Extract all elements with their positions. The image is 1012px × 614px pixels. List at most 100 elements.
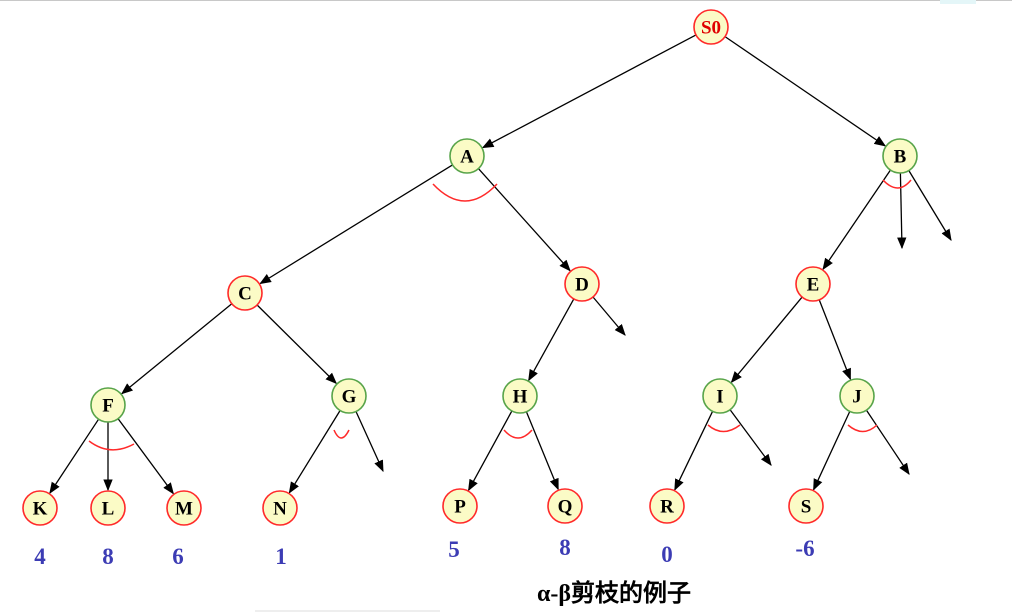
node-circle-S0	[693, 9, 729, 45]
node-circle-L	[90, 490, 126, 526]
open-branch-B-1	[908, 170, 952, 242]
node-label-L: L	[102, 499, 115, 520]
node-label-F: F	[102, 396, 114, 417]
corner-mark	[940, 0, 976, 4]
node-label-A: A	[460, 147, 474, 168]
node-C: C	[227, 275, 263, 311]
open-branch-B-0	[897, 172, 907, 250]
edge-S0-A	[481, 34, 697, 149]
node-S: S	[788, 488, 824, 524]
edge-G-N	[288, 410, 341, 494]
cutoff-arc-B	[882, 179, 912, 189]
leaf-value-K: 4	[34, 544, 46, 569]
edge-S0-B	[724, 36, 887, 147]
leaf-value-N: 1	[275, 544, 287, 569]
node-circle-C	[227, 275, 263, 311]
node-circle-N	[262, 490, 298, 526]
cutoff-arc-A	[432, 183, 498, 202]
node-label-N: N	[273, 499, 287, 520]
node-label-M: M	[175, 499, 193, 520]
node-circle-E	[795, 266, 831, 302]
node-circle-J	[839, 378, 875, 414]
diagram-caption: α-β剪枝的例子	[537, 581, 692, 607]
node-label-K: K	[33, 499, 48, 520]
bottom-mark	[255, 610, 440, 612]
node-A: A	[449, 138, 485, 174]
node-R: R	[649, 488, 685, 524]
node-label-C: C	[238, 284, 252, 305]
node-label-B: B	[894, 147, 907, 168]
cutoff-arc-G	[333, 429, 350, 439]
node-G: G	[331, 378, 367, 414]
nodes-layer: S0A B C D E F G H I J K L M N P Q R S	[22, 9, 918, 526]
node-J: J	[839, 378, 875, 414]
node-circle-D	[564, 266, 600, 302]
top-rule	[0, 0, 1012, 1]
edge-C-F	[120, 303, 233, 395]
node-circle-F	[90, 387, 126, 423]
node-S0: S0	[693, 9, 729, 45]
edge-C-G	[256, 304, 338, 385]
node-H: H	[502, 378, 538, 414]
cutoff-arc-F	[88, 440, 135, 451]
edge-I-R	[674, 411, 714, 491]
edge-A-C	[259, 164, 453, 285]
cutoff-arc-H	[503, 429, 533, 439]
edge-A-D	[477, 168, 571, 272]
node-P: P	[442, 488, 478, 524]
cutoff-arc-I	[707, 424, 741, 433]
edge-F-K	[49, 418, 100, 494]
node-M: M	[166, 490, 202, 526]
node-label-J: J	[852, 387, 862, 408]
cutoff-arc-J	[847, 424, 878, 433]
edge-H-Q	[525, 411, 559, 491]
node-label-G: G	[342, 387, 357, 408]
node-K: K	[22, 490, 58, 526]
open-branch-I-4	[729, 409, 772, 466]
node-N: N	[262, 490, 298, 526]
edge-B-E	[822, 169, 891, 271]
leaf-value-R: 0	[661, 542, 673, 567]
node-I: I	[702, 378, 738, 414]
node-circle-P	[442, 488, 478, 524]
node-circle-A	[449, 138, 485, 174]
open-branch-J-5	[865, 409, 910, 475]
edge-E-I	[730, 296, 803, 384]
node-circle-I	[702, 378, 738, 414]
node-circle-S	[788, 488, 824, 524]
node-label-S: S	[801, 497, 812, 518]
node-L: L	[90, 490, 126, 526]
edge-H-P	[468, 410, 513, 492]
node-D: D	[564, 266, 600, 302]
cut-arcs-layer	[88, 179, 912, 451]
node-B: B	[882, 138, 918, 174]
open-branch-D-2	[592, 296, 626, 336]
leaf-value-M: 6	[172, 544, 184, 569]
edge-D-H	[528, 298, 575, 382]
leaf-value-P: 5	[448, 537, 460, 562]
edges-layer	[49, 34, 952, 495]
node-label-I: I	[716, 387, 723, 408]
leaf-value-Q: 8	[559, 535, 571, 560]
node-F: F	[90, 387, 126, 423]
edge-E-J	[818, 299, 852, 381]
node-E: E	[795, 266, 831, 302]
leaf-value-S: -6	[795, 536, 814, 561]
node-label-P: P	[454, 497, 466, 518]
node-circle-G	[331, 378, 367, 414]
node-circle-R	[649, 488, 685, 524]
node-label-H: H	[513, 387, 528, 408]
node-circle-H	[502, 378, 538, 414]
node-label-E: E	[807, 275, 820, 296]
leaf-values-layer: 4 8 6 1 5 8 0 -6	[34, 535, 814, 569]
leaf-value-L: 8	[102, 544, 114, 569]
node-label-S0: S0	[701, 18, 721, 39]
node-label-R: R	[660, 497, 674, 518]
open-branch-G-3	[355, 411, 384, 473]
node-circle-Q	[547, 488, 583, 524]
node-circle-K	[22, 490, 58, 526]
node-circle-B	[882, 138, 918, 174]
node-Q: Q	[547, 488, 583, 524]
edge-J-S	[813, 411, 851, 491]
